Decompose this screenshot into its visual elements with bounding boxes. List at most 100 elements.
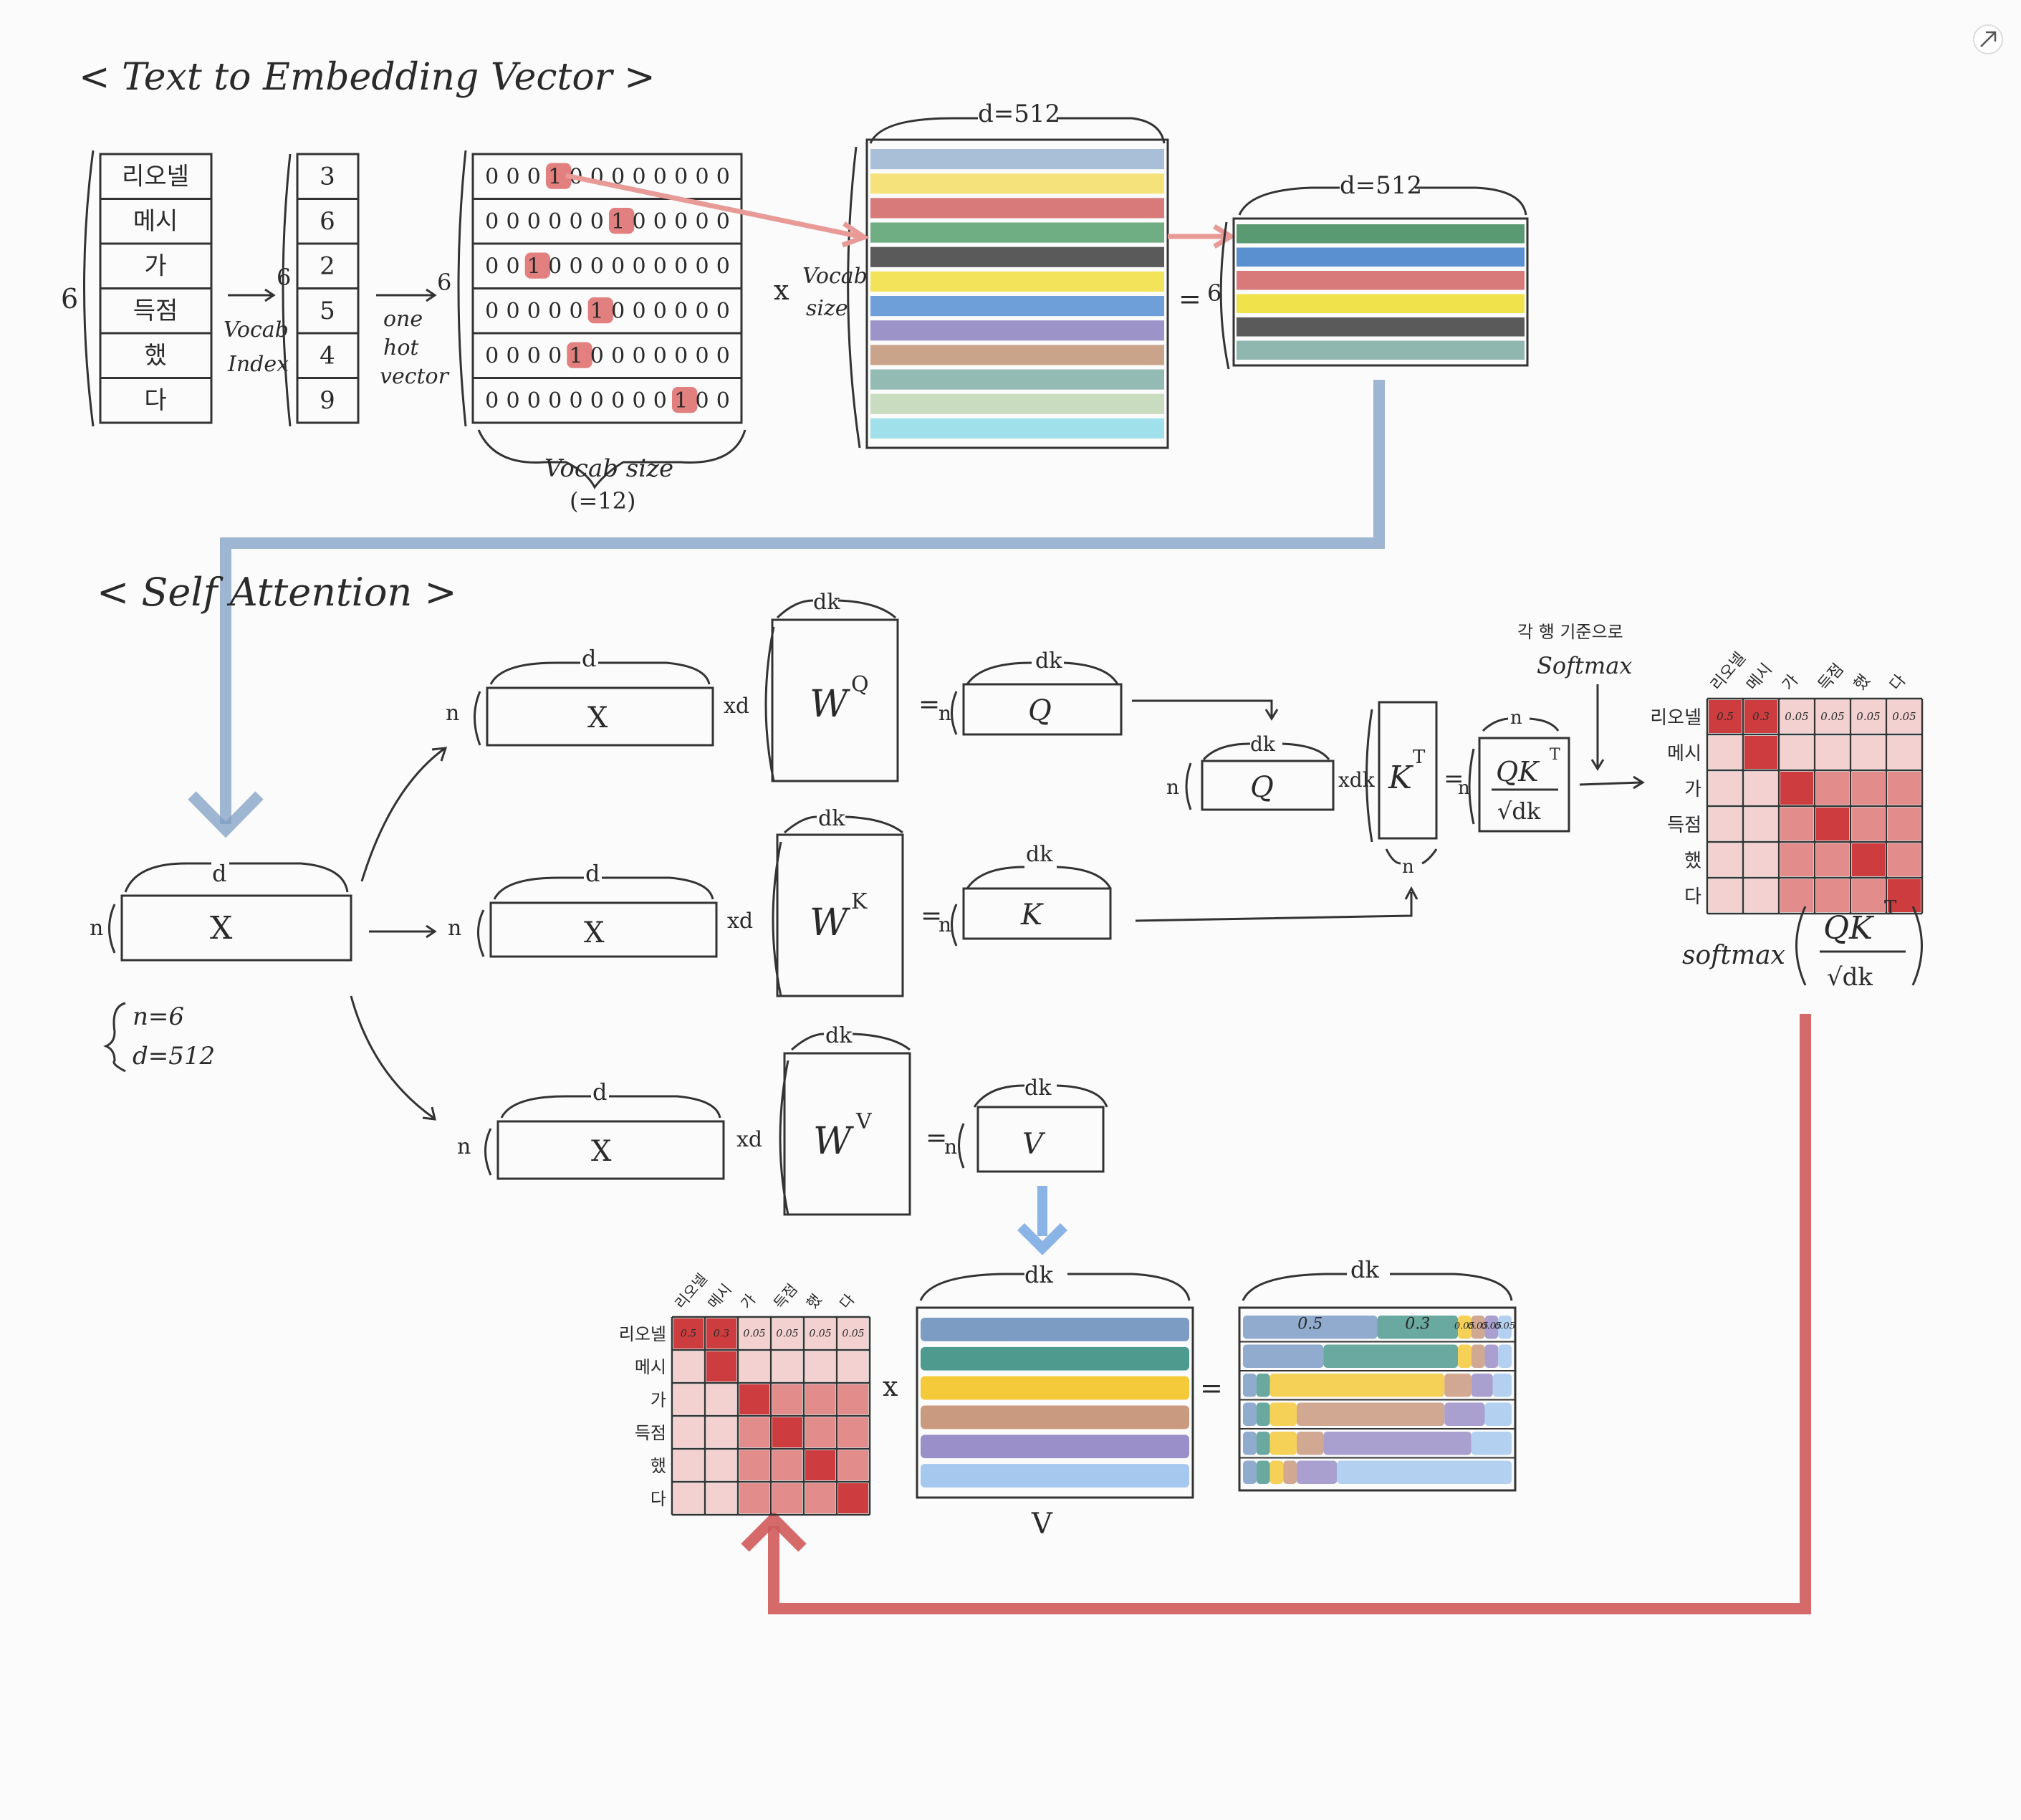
wq-dk-label: dk	[813, 590, 840, 615]
onehot-digit: 0	[485, 343, 499, 368]
attention-col-label: 득점	[1815, 660, 1848, 694]
onehot-digit: 0	[632, 343, 645, 368]
result-row	[1243, 1402, 1512, 1426]
k-out-label: K	[1020, 899, 1044, 931]
v-equals: =	[926, 1124, 947, 1153]
onehot-digit: 0	[506, 209, 519, 234]
onehot-digit: 0	[527, 209, 541, 234]
attention-row-label: 다	[1684, 886, 1701, 908]
attention-cell	[1780, 736, 1813, 769]
attention-row-label: 메시	[1667, 743, 1701, 765]
score-dk: √dk	[1497, 798, 1541, 825]
onehot-digit: 0	[632, 388, 645, 413]
k-projection-row: d n X xd dk W K = n dk K	[448, 806, 1112, 997]
row-softmax-note-2: Softmax	[1537, 652, 1632, 679]
result-row	[1243, 1460, 1512, 1484]
k-row-d-label: d	[585, 860, 600, 887]
q-projection-row: d n X xd dk W Q = n dk Q	[446, 590, 1123, 782]
attention-cell	[805, 1384, 835, 1414]
onehot-digit: 0	[506, 388, 519, 413]
attention-cell	[838, 1384, 868, 1414]
onehot-digit: 0	[632, 254, 645, 279]
onehot-digit: 0	[716, 388, 730, 413]
attention-cell	[706, 1318, 736, 1349]
result-segment	[1243, 1316, 1378, 1339]
q-row-xd-label: xd	[724, 694, 749, 719]
onehot-digit: 0	[506, 254, 519, 279]
onehot-highlight	[546, 163, 572, 189]
branch-arrow-q	[360, 747, 445, 882]
wk-dk-label: dk	[818, 806, 845, 831]
collapse-icon[interactable]	[1973, 24, 2003, 54]
token-cell: 메시	[133, 207, 178, 236]
attention-cell	[1888, 772, 1921, 805]
qk-product: n dk Q xdk K T n = n n QK T √dk	[1166, 701, 1570, 878]
attention-cell	[805, 1450, 835, 1480]
k-equals: =	[921, 901, 942, 931]
result-segment	[1444, 1374, 1472, 1397]
onehot-digit: 0	[632, 299, 645, 324]
attention-cell	[1816, 700, 1849, 733]
blue-connector-arrow	[220, 380, 1385, 824]
result-segment	[1297, 1460, 1338, 1484]
input-n-label: n	[90, 916, 103, 941]
attention-row-label: 가	[1684, 779, 1701, 800]
attention-cell	[739, 1417, 769, 1447]
attention-col-label: 메시	[1743, 660, 1776, 694]
attention-cell	[838, 1450, 868, 1480]
wq-sup: Q	[851, 672, 869, 697]
attention-col-label: 했	[803, 1290, 825, 1312]
attention-col-label: 했	[1850, 671, 1874, 694]
result-segment	[1337, 1460, 1512, 1484]
attention-col-label: 리오넬	[671, 1270, 711, 1313]
index-cell: 9	[320, 386, 335, 415]
index-cell: 2	[320, 252, 335, 281]
result-segment	[1256, 1432, 1270, 1455]
attention-row-label: 가	[651, 1390, 666, 1410]
attention-col-label: 가	[737, 1290, 759, 1312]
result-value: 0.05	[1494, 1321, 1515, 1331]
attention-cell	[1744, 772, 1777, 805]
attention-row-label: 득점	[635, 1423, 666, 1443]
result-value: 0.05	[1481, 1321, 1502, 1331]
onehot-digit: 0	[485, 164, 499, 189]
attention-cell	[739, 1483, 769, 1513]
attention-col-label: 다	[1886, 671, 1910, 694]
softmax-qk: QK	[1823, 910, 1874, 947]
times-sign-1: x	[774, 274, 789, 306]
attention-cell	[1780, 843, 1813, 876]
onehot-digit: 0	[653, 388, 667, 413]
vocab-size-side-2: size	[806, 296, 848, 321]
n-eq-label: n=6	[133, 1002, 184, 1031]
onehot-digit: 0	[590, 254, 604, 279]
onehot-highlight	[672, 387, 698, 413]
attention-cell	[1816, 879, 1849, 912]
attention-cell	[1888, 843, 1921, 876]
selected-embedding-row	[1237, 247, 1525, 267]
result-segment	[1471, 1374, 1493, 1397]
onehot-digit: 0	[653, 299, 667, 324]
attention-cell	[1852, 736, 1885, 769]
attention-cell	[739, 1450, 769, 1480]
v-matrix-bottom: dk V	[916, 1261, 1194, 1541]
vocab-size-side-1: Vocab	[802, 264, 868, 289]
onehot-highlight	[587, 297, 613, 324]
onehot-digit: 0	[653, 254, 667, 279]
onehot-digit: 0	[485, 388, 499, 413]
qk-q-dk: dk	[1250, 732, 1276, 756]
score-qk-sup: T	[1550, 746, 1560, 764]
attention-cell	[1709, 843, 1742, 876]
embedding-row	[870, 418, 1164, 439]
row-softmax-note-1: 각 행 기준으로	[1517, 622, 1623, 642]
onehot-digit: 0	[653, 209, 667, 234]
v-row-xd-label: xd	[736, 1127, 762, 1152]
q-row-n-label: n	[446, 701, 459, 726]
attention-cell	[1780, 808, 1813, 840]
result-segment	[1444, 1402, 1485, 1426]
attention-cell	[805, 1483, 835, 1513]
onehot-digit: 0	[695, 209, 709, 234]
